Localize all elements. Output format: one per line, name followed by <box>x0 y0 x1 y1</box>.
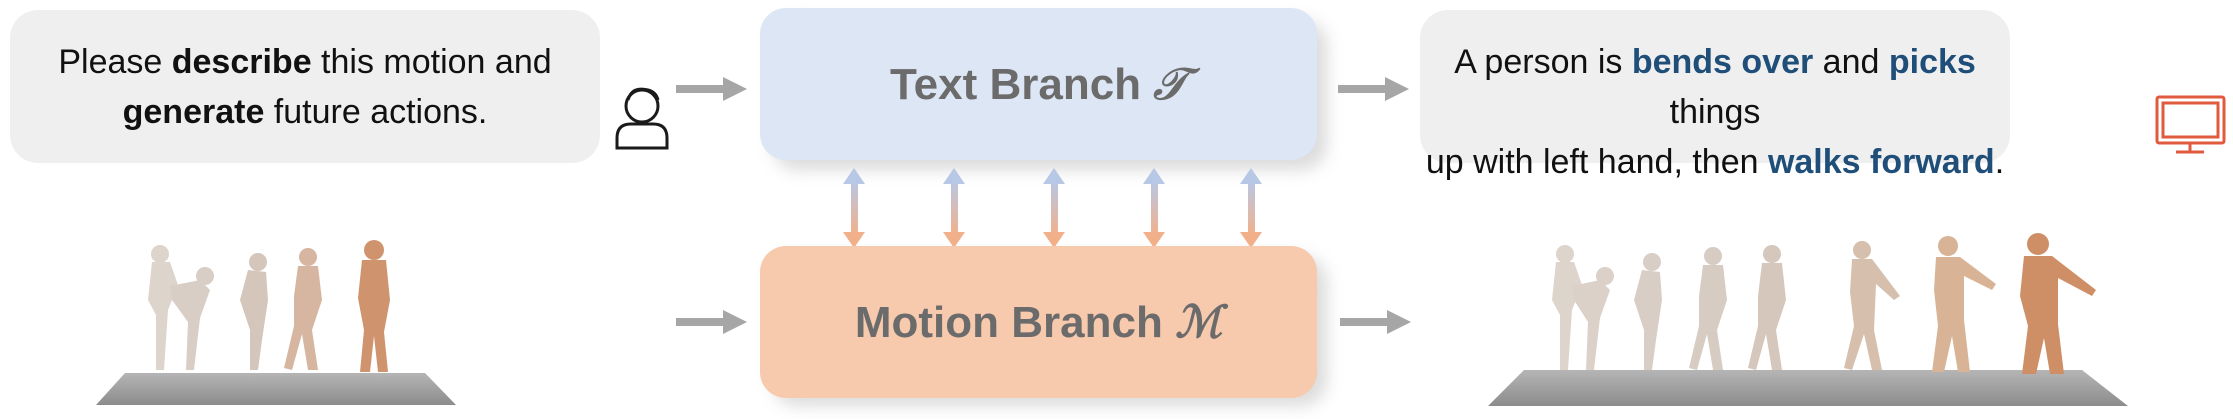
output-figure-2 <box>1572 267 1614 370</box>
output-figure-6 <box>1844 241 1900 370</box>
output-motion-illustration <box>1488 233 2128 406</box>
prompt-text-segment: this motion and <box>311 43 552 81</box>
arrow-text-branch-to-output <box>1338 77 1409 101</box>
double-arrow-2 <box>943 168 965 248</box>
input-figure-5 <box>358 240 390 372</box>
input-figure-2 <box>170 267 214 370</box>
highlight-picks: picks <box>1888 43 1976 81</box>
output-text: A person is bends over and picks things … <box>1420 37 2010 187</box>
output-figure-1 <box>1552 245 1582 370</box>
highlight-bends-over: bends over <box>1631 43 1814 81</box>
monitor-icon <box>2155 95 2226 154</box>
motion-branch-symbol: ℳ <box>1175 296 1223 348</box>
double-arrow-4 <box>1143 168 1165 248</box>
text-branch-label: Text Branch 𝒯 <box>890 59 1187 110</box>
input-figure-1 <box>148 245 178 370</box>
cross-branch-arrows <box>843 168 1262 248</box>
output-figure-3 <box>1634 253 1662 370</box>
output-figure-7 <box>1932 236 1996 372</box>
output-figure-8 <box>2020 233 2096 374</box>
double-arrow-5 <box>1240 168 1262 248</box>
input-figure-4 <box>284 248 322 370</box>
input-prompt-text: Please describe this motion and generate… <box>10 37 600 137</box>
output-text-segment: A person is <box>1454 43 1632 81</box>
prompt-bold-generate: generate <box>122 93 265 131</box>
output-figure-5 <box>1748 245 1786 370</box>
output-floor <box>1488 370 2128 406</box>
output-text-segment: up with left hand, then <box>1425 143 1768 181</box>
output-text-segment: . <box>1994 143 2005 181</box>
arrow-prompt-to-text-branch <box>676 77 747 101</box>
prompt-text-segment: Please <box>58 43 172 81</box>
input-motion-illustration <box>96 240 456 405</box>
arrow-input-motion-to-motion-branch <box>676 310 747 334</box>
motion-branch-label: Motion Branch ℳ <box>855 297 1222 348</box>
person-icon <box>615 87 669 150</box>
output-figure-4 <box>1689 247 1727 370</box>
text-branch-symbol: 𝒯 <box>1153 58 1187 110</box>
double-arrow-3 <box>1043 168 1065 248</box>
motion-branch-name: Motion Branch <box>854 297 1176 347</box>
arrow-motion-branch-to-output-motion <box>1340 310 1411 334</box>
prompt-bold-describe: describe <box>171 43 312 81</box>
text-branch-name: Text Branch <box>890 59 1154 109</box>
double-arrow-1 <box>843 168 865 248</box>
input-figure-3 <box>240 253 268 370</box>
input-floor <box>96 373 456 405</box>
text-branch-box: Text Branch 𝒯 <box>760 8 1317 160</box>
prompt-text-segment: future actions. <box>264 93 488 131</box>
output-text-bubble <box>1420 10 2010 163</box>
highlight-walks-forward: walks forward <box>1767 143 1995 181</box>
motion-branch-box: Motion Branch ℳ <box>760 246 1317 398</box>
output-text-segment: and <box>1813 43 1889 81</box>
input-prompt-bubble <box>10 10 600 163</box>
output-text-segment: things <box>1669 93 1761 131</box>
